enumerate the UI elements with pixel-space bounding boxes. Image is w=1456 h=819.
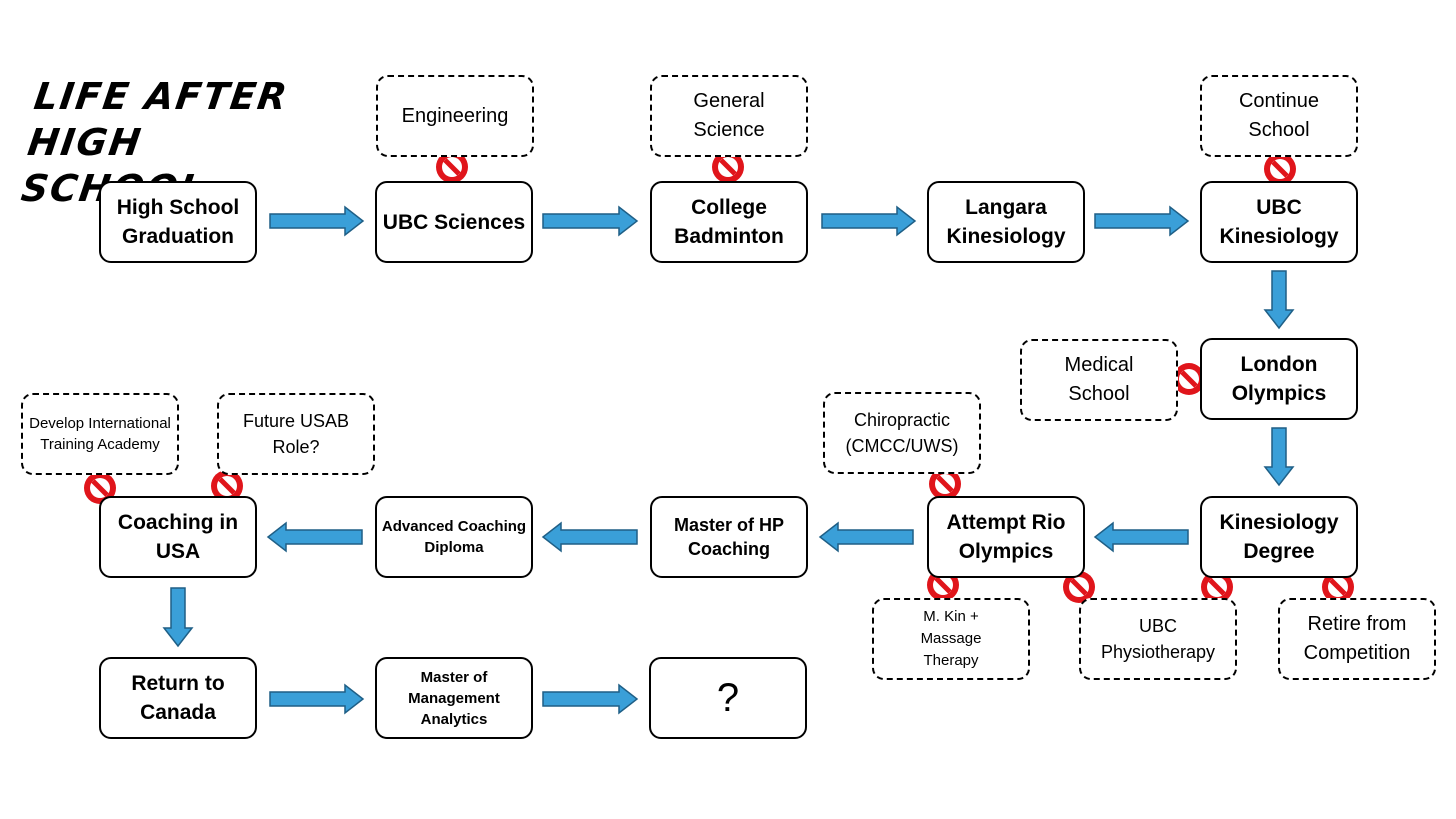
arrow-icon-degree-to-rio	[1093, 521, 1189, 553]
arrow-icon-london-to-degree	[1263, 427, 1295, 487]
arrow-icon-college-to-langara	[821, 205, 917, 237]
arrow-icon-canada-to-mma	[269, 683, 365, 715]
node-attempt-rio-olympics: Attempt Rio Olympics	[927, 496, 1085, 578]
node-coaching-in-usa: Coaching in USA	[99, 496, 257, 578]
node-ubc-kinesiology: UBC Kinesiology	[1200, 181, 1358, 263]
alt-ubc-physiotherapy: UBC Physiotherapy	[1079, 598, 1237, 680]
node-langara-kinesiology: Langara Kinesiology	[927, 181, 1085, 263]
alt-international-academy: Develop International Training Academy	[21, 393, 179, 475]
node-college-badminton: College Badminton	[650, 181, 808, 263]
arrow-icon-ubckin-to-london	[1263, 270, 1295, 330]
node-advanced-coaching-diploma: Advanced Coaching Diploma	[375, 496, 533, 578]
node-master-management-analytics: Master of Management Analytics	[375, 657, 533, 739]
arrow-icon-hs-to-ubc	[269, 205, 365, 237]
node-kinesiology-degree: Kinesiology Degree	[1200, 496, 1358, 578]
alt-engineering: Engineering	[376, 75, 534, 157]
arrow-icon-diploma-to-usa	[266, 521, 363, 553]
arrow-icon-rio-to-masterhp	[818, 521, 914, 553]
alt-mkin-massage: M. Kin + Massage Therapy	[872, 598, 1030, 680]
alt-chiropractic: Chiropractic (CMCC/UWS)	[823, 392, 981, 474]
arrow-icon-usa-to-canada	[162, 587, 194, 648]
node-london-olympics: London Olympics	[1200, 338, 1358, 420]
node-ubc-sciences: UBC Sciences	[375, 181, 533, 263]
arrow-icon-langara-to-ubckin	[1094, 205, 1190, 237]
alt-usab-role: Future USAB Role?	[217, 393, 375, 475]
arrow-icon-masterhp-to-diploma	[541, 521, 638, 553]
node-unknown-next: ?	[649, 657, 807, 739]
alt-retire-competition: Retire from Competition	[1278, 598, 1436, 680]
node-high-school-graduation: High School Graduation	[99, 181, 257, 263]
arrow-icon-mma-to-unknown	[542, 683, 639, 715]
node-return-to-canada: Return to Canada	[99, 657, 257, 739]
arrow-icon-ubc-to-college	[542, 205, 639, 237]
alt-general-science: General Science	[650, 75, 808, 157]
node-master-hp-coaching: Master of HP Coaching	[650, 496, 808, 578]
alt-continue-school: Continue School	[1200, 75, 1358, 157]
alt-medical-school: Medical School	[1020, 339, 1178, 421]
